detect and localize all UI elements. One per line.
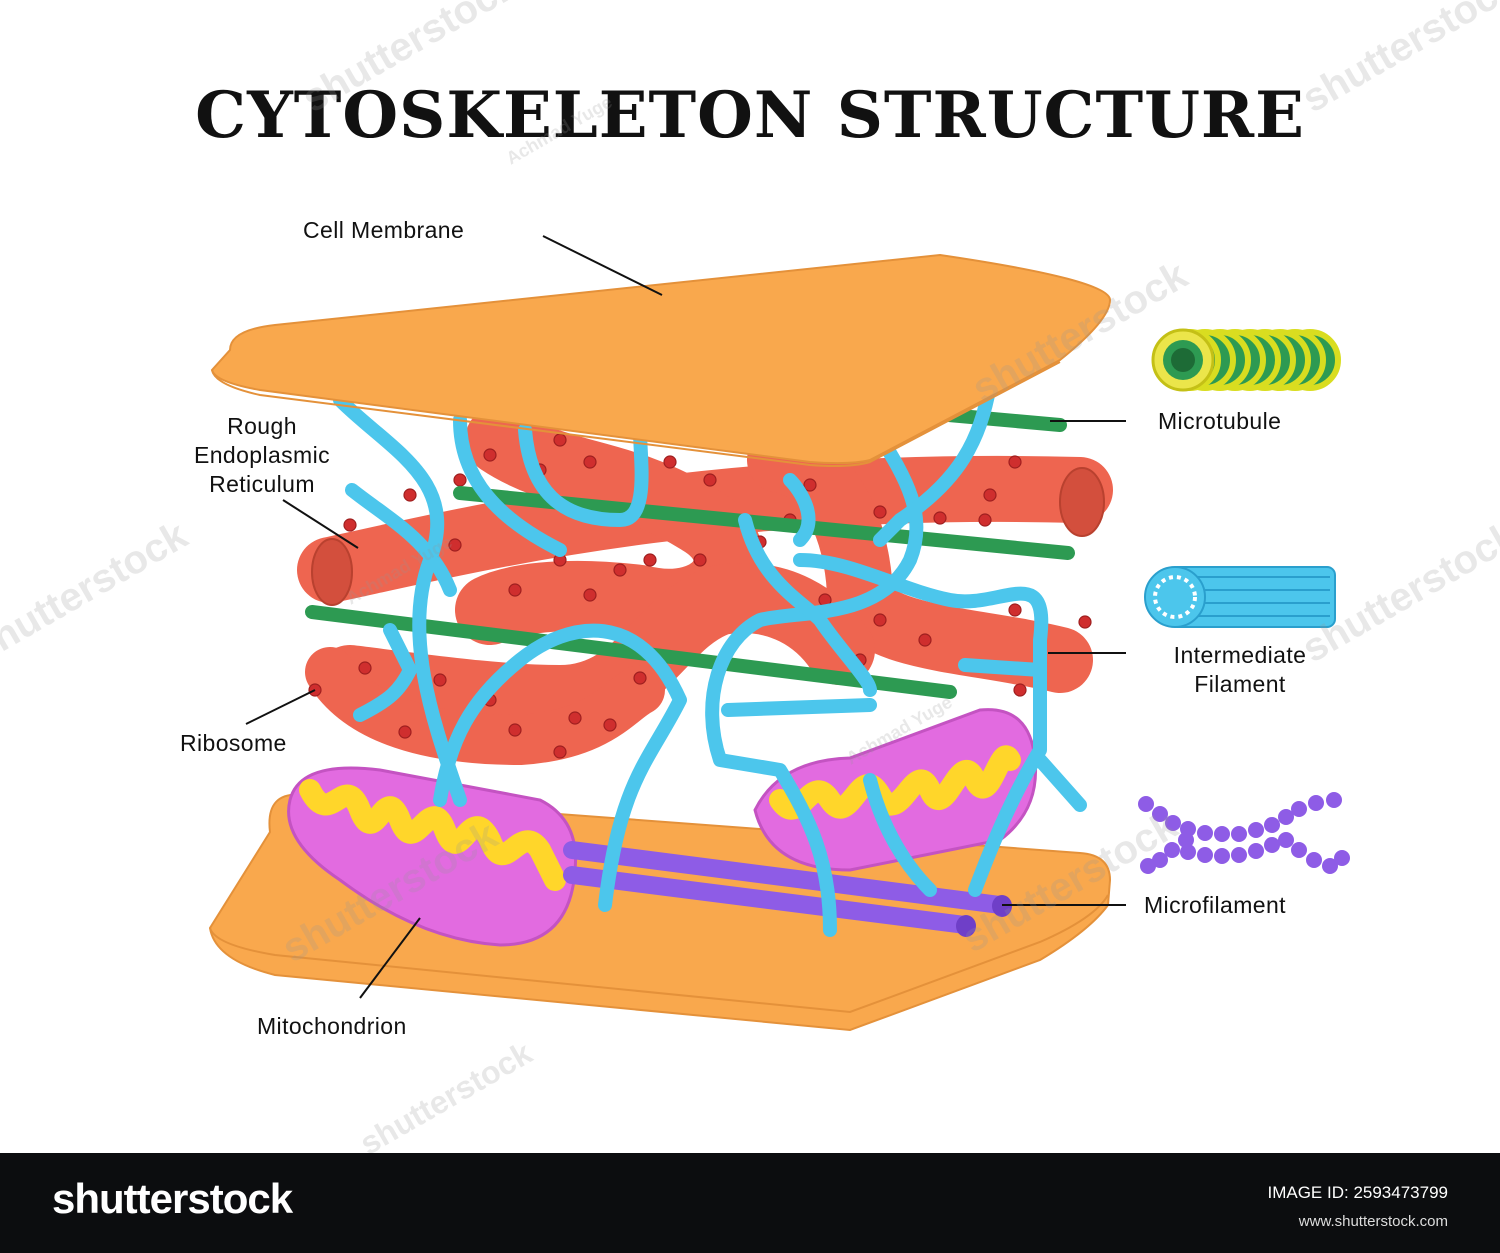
rough-er-label: Rough Endoplasmic Reticulum: [162, 412, 362, 499]
footer-bar: shutterstock IMAGE ID: 2593473799 www.sh…: [0, 1153, 1500, 1253]
microtubule-icon: [1151, 328, 1341, 392]
image-id: IMAGE ID: 2593473799: [1267, 1183, 1448, 1202]
microfilament-label: Microfilament: [1144, 892, 1286, 918]
intermediate-filament-label: Intermediate Filament: [1140, 641, 1340, 699]
intermediate-filaments: [333, 378, 1087, 937]
intermediate-filament-icon: [1144, 566, 1336, 628]
page-title: CYTOSKELETON STRUCTURE: [195, 78, 1305, 153]
mitochondrion-left: [287, 766, 578, 947]
ribosome-label: Ribosome: [180, 730, 287, 756]
cytoskeleton-diagram: [208, 235, 1350, 1032]
microtubule-label: Microtubule: [1158, 408, 1282, 434]
mitochondrion-right: [753, 708, 1038, 872]
rough-er: [297, 405, 1113, 766]
mitochondrion-label: Mitochondrion: [257, 1013, 407, 1039]
rough-er-label-line-1: Rough: [227, 413, 297, 439]
top-membrane: [210, 253, 1112, 467]
rough-er-label-line-2: Endoplasmic: [193, 442, 331, 468]
leader-lines: [245, 235, 1126, 999]
microfilament-icon: [1138, 792, 1350, 874]
intermediate-filament-label-line-1: Intermediate: [1173, 642, 1307, 668]
rough-er-label-line-3: Reticulum: [209, 471, 315, 497]
intermediate-filament-label-line-2: Filament: [1194, 671, 1286, 697]
cell-membrane-label: Cell Membrane: [303, 217, 465, 243]
shutterstock-logo: shutterstock: [52, 1175, 293, 1222]
footer-url: www.shutterstock.com: [1298, 1213, 1448, 1230]
